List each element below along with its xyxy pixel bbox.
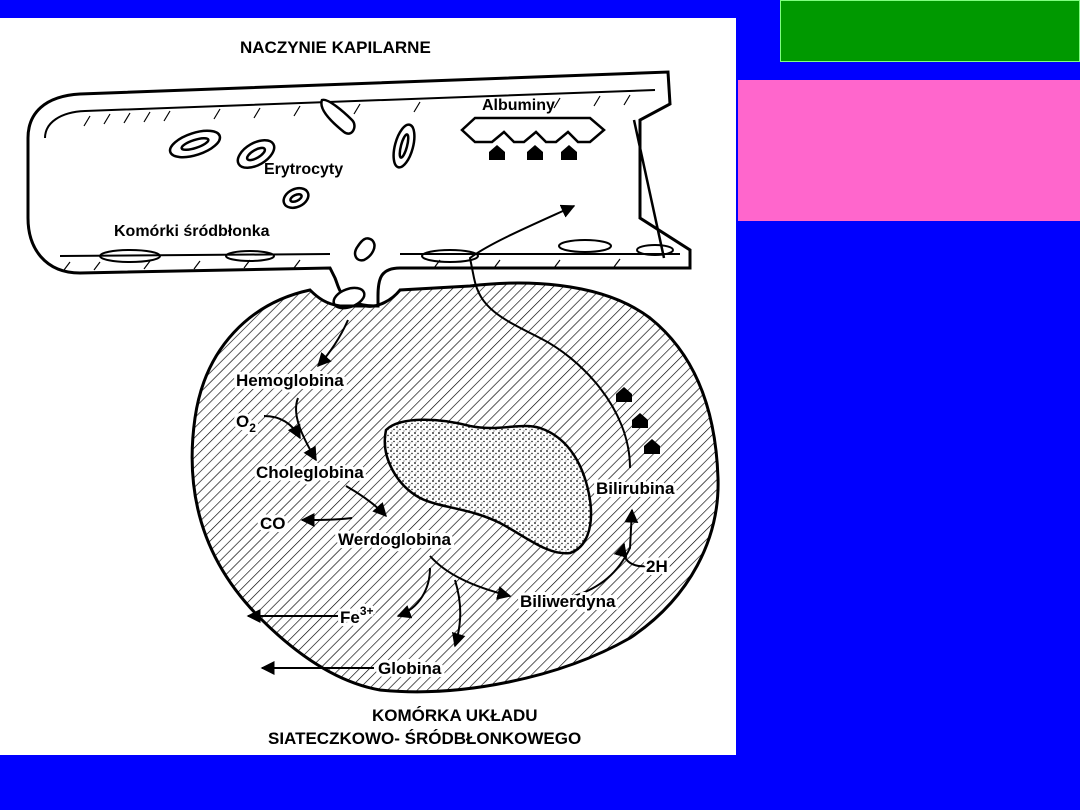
albumin-molecule (460, 116, 606, 160)
label-2h: 2H (646, 557, 668, 576)
green-header-bar (780, 0, 1080, 62)
label-carbon-monoxide: CO (260, 514, 286, 533)
label-iron: Fe3+ (340, 604, 374, 627)
title-capillary: NACZYNIE KAPILARNE (240, 38, 431, 57)
label-erythrocytes: Erytrocyty (264, 161, 343, 178)
reticuloendothelial-cell (190, 281, 720, 694)
capillary-vessel (26, 70, 692, 308)
diagram-labels: NACZYNIE KAPILARNE Albuminy Erytrocyty K… (111, 38, 678, 748)
label-hemoglobin: Hemoglobina (236, 371, 344, 390)
label-biliverdin: Biliwerdyna (520, 592, 616, 611)
title-cell-line1: KOMÓRKA UKŁADU (372, 706, 538, 725)
label-bilirubin: Bilirubina (596, 479, 675, 498)
iron-symbol: Fe (340, 608, 360, 627)
oxygen-subscript: 2 (249, 421, 256, 435)
label-albumins: Albuminy (482, 97, 555, 114)
pathway-arrows (246, 204, 649, 675)
diagram-panel: NACZYNIE KAPILARNE Albuminy Erytrocyty K… (0, 18, 736, 755)
label-endothelial-cells: Komórki śródbłonka (114, 223, 270, 240)
label-globin: Globina (378, 659, 442, 678)
endothelial-cells (99, 239, 674, 263)
label-choleglobin: Choleglobina (256, 463, 364, 482)
pink-panel (738, 80, 1080, 221)
title-cell-line2: SIATECZKOWO- ŚRÓDBŁONKOWEGO (268, 729, 581, 748)
oxygen-symbol: O (236, 412, 249, 431)
hemoglobin-breakdown-diagram: NACZYNIE KAPILARNE Albuminy Erytrocyty K… (26, 38, 720, 748)
iron-superscript: 3+ (360, 604, 374, 618)
label-verdoglobin: Werdoglobina (338, 530, 452, 549)
